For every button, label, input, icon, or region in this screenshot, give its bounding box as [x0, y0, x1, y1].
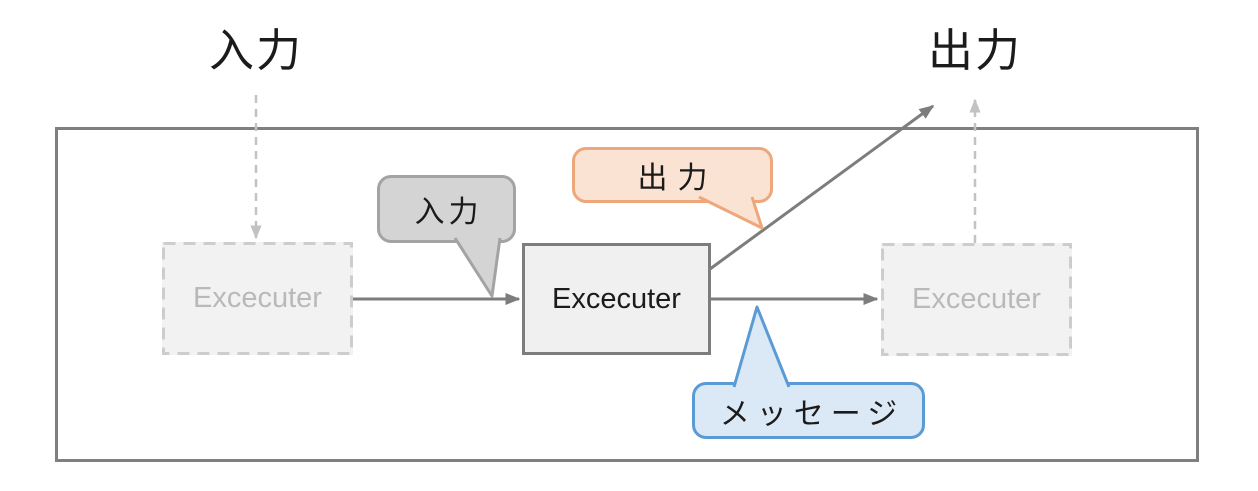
executor-main-label: Excecuter [552, 282, 681, 315]
executor-next-label: Excecuter [912, 283, 1041, 315]
executor-next-box: Excecuter [881, 243, 1072, 356]
callout-message-label: メッセージ [719, 397, 905, 431]
executor-prev-label: Excecuter [193, 282, 322, 314]
label-input-top: 入力 [208, 25, 303, 76]
label-output-top: 出力 [927, 25, 1022, 76]
executor-main-box: Excecuter [522, 243, 711, 355]
callout-input-label: 入力 [414, 196, 483, 229]
callout-output: 出力 [572, 147, 773, 203]
executor-prev-box: Excecuter [162, 242, 353, 355]
callout-output-label: 出力 [637, 162, 718, 195]
outer-frame [55, 127, 1199, 462]
callout-message: メッセージ [692, 382, 925, 439]
callout-input: 入力 [377, 175, 516, 243]
